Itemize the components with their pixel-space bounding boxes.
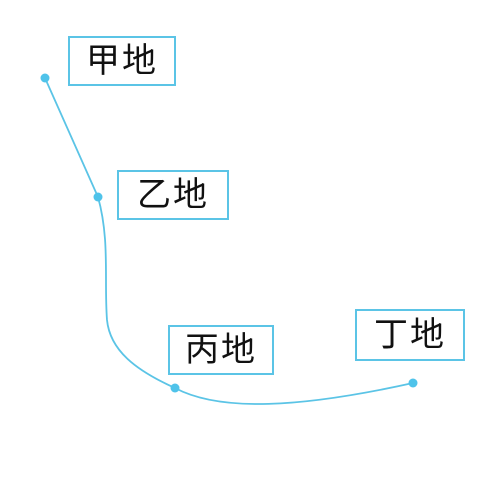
place-label-d: 丁地 — [355, 309, 465, 361]
place-name-a: 甲地 — [86, 41, 158, 81]
place-name-b: 乙地 — [137, 175, 209, 215]
station-dot-d — [408, 378, 418, 388]
place-label-c: 丙地 — [168, 325, 274, 375]
station-dot-c — [170, 383, 180, 393]
station-dot-b — [93, 192, 103, 202]
station-dot-a — [40, 73, 50, 83]
route-line — [44, 77, 414, 405]
place-label-a: 甲地 — [68, 36, 176, 86]
place-name-c: 丙地 — [185, 330, 257, 370]
place-name-d: 丁地 — [374, 315, 446, 355]
place-label-b: 乙地 — [117, 170, 229, 220]
